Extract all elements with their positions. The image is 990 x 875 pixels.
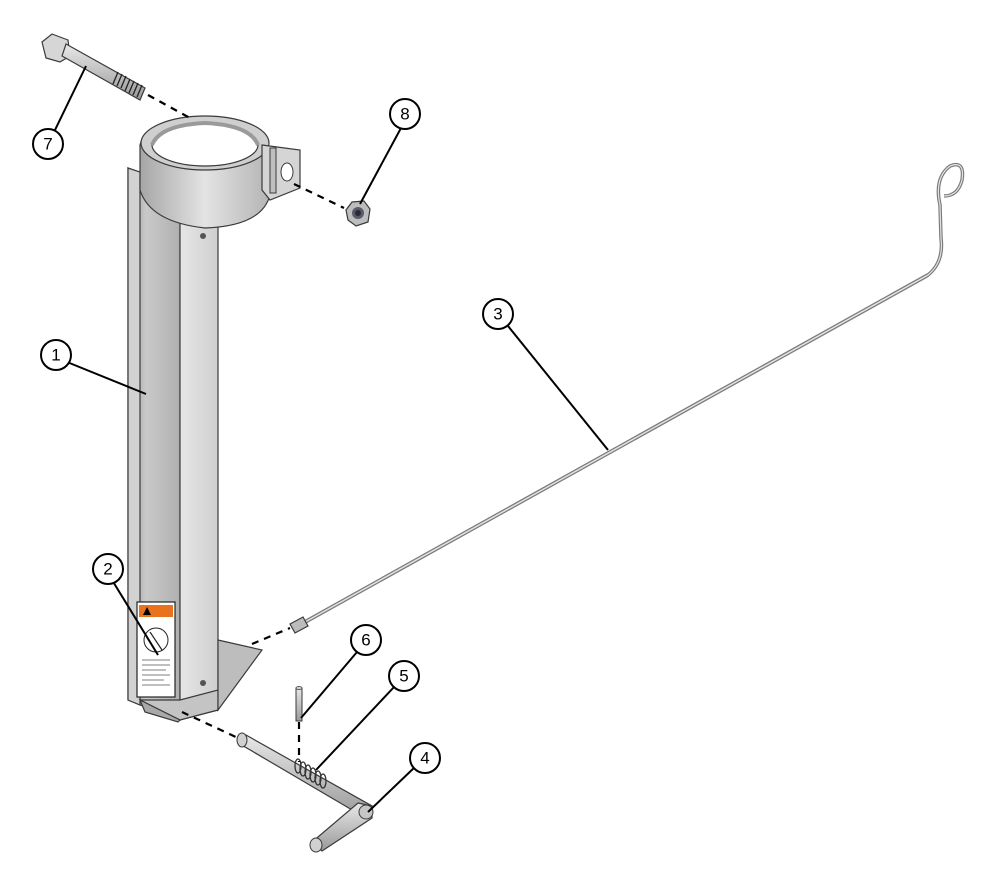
- callout-2: 2: [92, 553, 124, 585]
- clamp-ring: [139, 115, 301, 229]
- pin-part: [295, 686, 303, 722]
- svg-text:8: 8: [400, 105, 409, 124]
- svg-text:3: 3: [493, 305, 502, 324]
- callout-1: 1: [40, 339, 72, 371]
- rivet-bottom: [200, 680, 206, 686]
- bolt-part: [41, 33, 146, 101]
- svg-text:4: 4: [420, 749, 429, 768]
- callout-4: 4: [409, 742, 441, 774]
- svg-text:1: 1: [51, 346, 60, 365]
- svg-text:5: 5: [399, 667, 408, 686]
- callout-6: 6: [350, 624, 382, 656]
- assembly-lines: [147, 94, 345, 762]
- warning-decal: [136, 601, 176, 698]
- handle-part: [236, 732, 374, 853]
- leader-lines: [54, 65, 609, 813]
- svg-text:6: 6: [361, 631, 370, 650]
- rivet-top: [200, 233, 206, 239]
- svg-text:2: 2: [103, 560, 112, 579]
- rod-part: [289, 162, 965, 634]
- svg-text:7: 7: [43, 135, 52, 154]
- tube-part: [127, 166, 264, 723]
- callout-3: 3: [482, 298, 514, 330]
- warning-triangle-icon: [143, 607, 151, 615]
- callout-7: 7: [32, 128, 64, 160]
- warning-header-stripe: [139, 605, 173, 617]
- nut-part: [345, 200, 371, 227]
- callout-5: 5: [388, 660, 420, 692]
- spring-part: [294, 758, 327, 789]
- callout-8: 8: [389, 98, 421, 130]
